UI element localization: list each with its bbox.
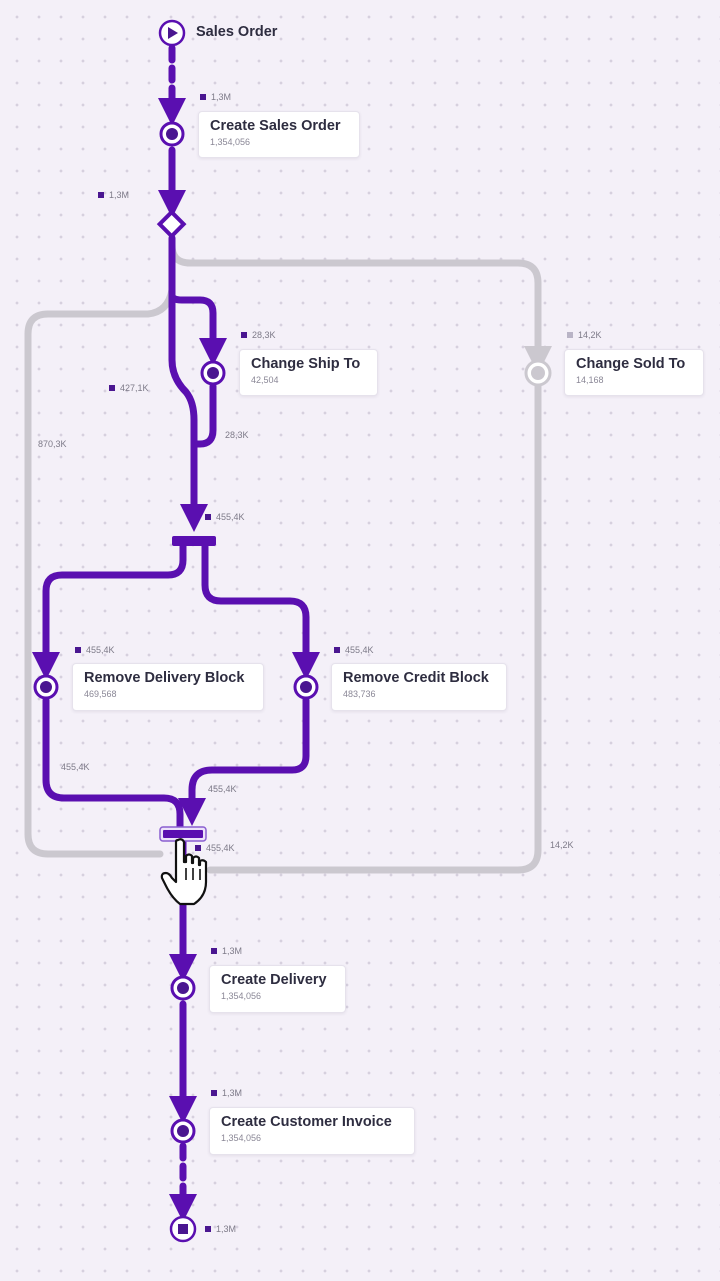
- activity-count: 14,168: [576, 375, 604, 385]
- edge-loop-left[interactable]: [24, 286, 176, 858]
- activity-title: Create Customer Invoice: [221, 1114, 392, 1130]
- activity-title: Change Sold To: [576, 356, 686, 372]
- activity-card-remove-credit-block[interactable]: Remove Credit Block 483,736: [331, 663, 507, 711]
- flow-label: 455,4K: [75, 645, 115, 655]
- activity-count: 42,504: [251, 375, 279, 385]
- flow-label: 14,2K: [550, 840, 574, 850]
- flow-label: 1,3M: [211, 946, 242, 956]
- node-create-delivery[interactable]: [170, 975, 196, 1001]
- exclusive-gateway[interactable]: [156, 209, 187, 239]
- node-create-customer-invoice[interactable]: [170, 1118, 196, 1144]
- activity-title: Create Delivery: [221, 972, 327, 988]
- flow-label: 1,3M: [205, 1224, 236, 1234]
- flow-label: 1,3M: [200, 92, 231, 102]
- flow-label: 455,4K: [195, 843, 235, 853]
- flow-label: 28,3K: [225, 430, 249, 440]
- parallel-join-gateway[interactable]: [159, 826, 207, 842]
- stop-icon: [178, 1224, 188, 1234]
- hand-pointer-icon: [160, 838, 208, 906]
- flow-label: 1,3M: [211, 1088, 242, 1098]
- activity-count: 469,568: [84, 689, 117, 699]
- start-node[interactable]: [158, 19, 186, 47]
- node-change-ship-to[interactable]: [200, 360, 226, 386]
- activity-count: 1,354,056: [221, 1133, 262, 1143]
- activity-card-change-ship-to[interactable]: Change Ship To 42,504: [239, 349, 378, 396]
- edge-split-to-remove-delivery-block[interactable]: [32, 541, 187, 680]
- activity-card-create-customer-invoice[interactable]: Create Customer Invoice 1,354,056: [209, 1107, 415, 1155]
- edge-change-sold-to-to-join[interactable]: [206, 382, 542, 874]
- start-label: Sales Order: [196, 24, 278, 40]
- activity-card-create-sales-order[interactable]: Create Sales Order 1,354,056: [198, 111, 360, 158]
- edge-gateway-to-change-sold-to[interactable]: [168, 241, 552, 374]
- flow-label: 870,3K: [38, 439, 67, 449]
- node-remove-credit-block[interactable]: [293, 674, 319, 700]
- node-remove-delivery-block[interactable]: [33, 674, 59, 700]
- end-node[interactable]: [169, 1215, 197, 1243]
- activity-title: Create Sales Order: [210, 118, 341, 134]
- activity-count: 1,354,056: [221, 991, 262, 1001]
- edge-gateway-bypass[interactable]: [168, 234, 208, 532]
- edge-split-to-remove-credit-block[interactable]: [201, 541, 320, 680]
- parallel-split-gateway[interactable]: [172, 536, 216, 546]
- flow-label: 455,4K: [61, 762, 90, 772]
- flow-label: 14,2K: [567, 330, 602, 340]
- activity-title: Remove Delivery Block: [84, 670, 245, 686]
- activity-card-change-sold-to[interactable]: Change Sold To 14,168: [564, 349, 704, 396]
- edge-change-ship-to-out[interactable]: [190, 382, 217, 448]
- node-create-sales-order[interactable]: [159, 121, 185, 147]
- flow-label: 28,3K: [241, 330, 276, 340]
- flow-label: 455,4K: [208, 784, 237, 794]
- activity-count: 483,736: [343, 689, 376, 699]
- edge-remove-credit-block-to-join[interactable]: [178, 696, 310, 826]
- activity-card-remove-delivery-block[interactable]: Remove Delivery Block 469,568: [72, 663, 264, 711]
- flow-label: 455,4K: [334, 645, 374, 655]
- flow-label: 427,1K: [109, 383, 149, 393]
- play-icon: [168, 27, 178, 39]
- edge-to-change-ship-to[interactable]: [168, 291, 227, 366]
- activity-card-create-delivery[interactable]: Create Delivery 1,354,056: [209, 965, 346, 1013]
- node-change-sold-to[interactable]: [524, 359, 552, 387]
- activity-title: Change Ship To: [251, 356, 361, 372]
- activity-count: 1,354,056: [210, 137, 251, 147]
- flow-label: 1,3M: [98, 190, 129, 200]
- activity-title: Remove Credit Block: [343, 670, 489, 686]
- flow-label: 455,4K: [205, 512, 245, 522]
